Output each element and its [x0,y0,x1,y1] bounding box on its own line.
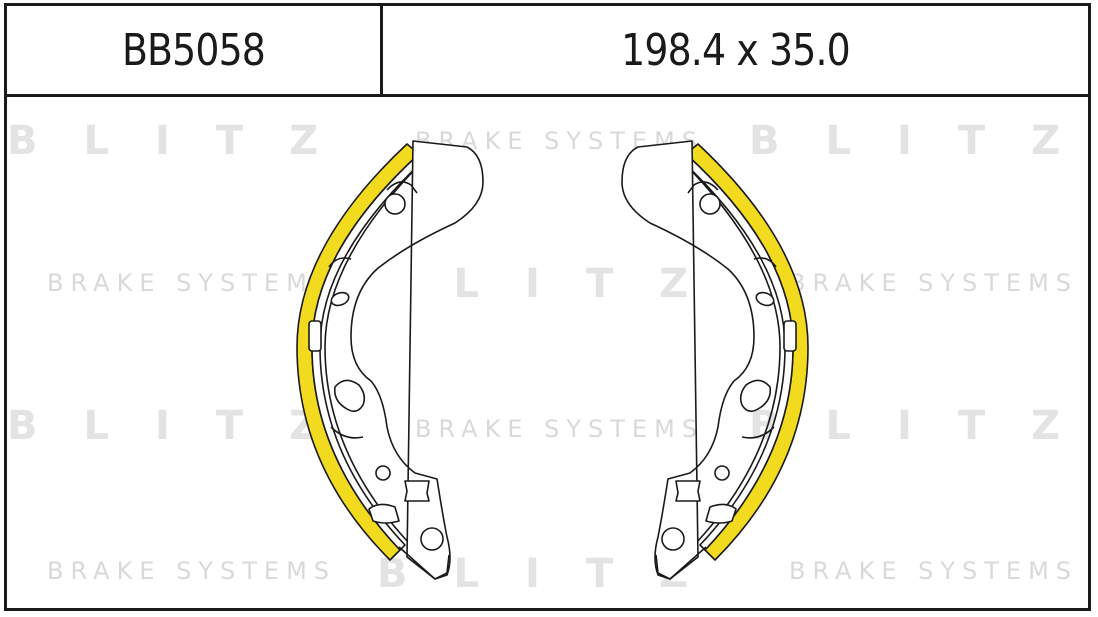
shoe-hole-left [420,527,444,551]
shoe-hole-left [384,193,406,215]
header-row: BB5058 198.4 x 35.0 [7,6,1088,97]
shoe-notch-left [308,320,322,352]
drawing-area: BLITZ BRAKE SYSTEMS BLITZ BRAKE SYSTEMS … [7,97,1088,608]
watermark-tagline: BRAKE SYSTEMS [789,269,1078,297]
watermark-layer: BLITZ BRAKE SYSTEMS BLITZ BRAKE SYSTEMS … [7,118,1088,597]
brake-shoe-right [621,140,809,580]
watermark-tagline: BRAKE SYSTEMS [47,269,336,297]
shoe-cutout-left [333,379,366,413]
header-divider [380,6,383,94]
watermark-tagline: BRAKE SYSTEMS [47,557,336,585]
watermark-tagline: BRAKE SYSTEMS [789,557,1078,585]
watermark-brand: BLITZ [749,118,1088,164]
spec-sheet: BB5058 198.4 x 35.0 BLITZ BRAKE SYSTEMS … [4,3,1091,611]
shoe-rim-left [311,153,425,551]
watermark-brand: BLITZ [377,261,734,307]
shoe-hole-left [375,465,391,481]
watermark-tagline: BRAKE SYSTEMS [415,415,704,443]
watermark-brand: BLITZ [7,118,364,164]
shoe-slot-left [330,291,350,307]
watermark-brand: BLITZ [7,403,364,449]
brake-shoe-drawing: BLITZ BRAKE SYSTEMS BLITZ BRAKE SYSTEMS … [7,118,1088,597]
dimensions-value: 198.4 x 35.0 [621,24,851,76]
brake-shoe-left [296,140,484,580]
shoe-square-cutout-left [404,480,430,502]
part-number: BB5058 [121,24,266,76]
